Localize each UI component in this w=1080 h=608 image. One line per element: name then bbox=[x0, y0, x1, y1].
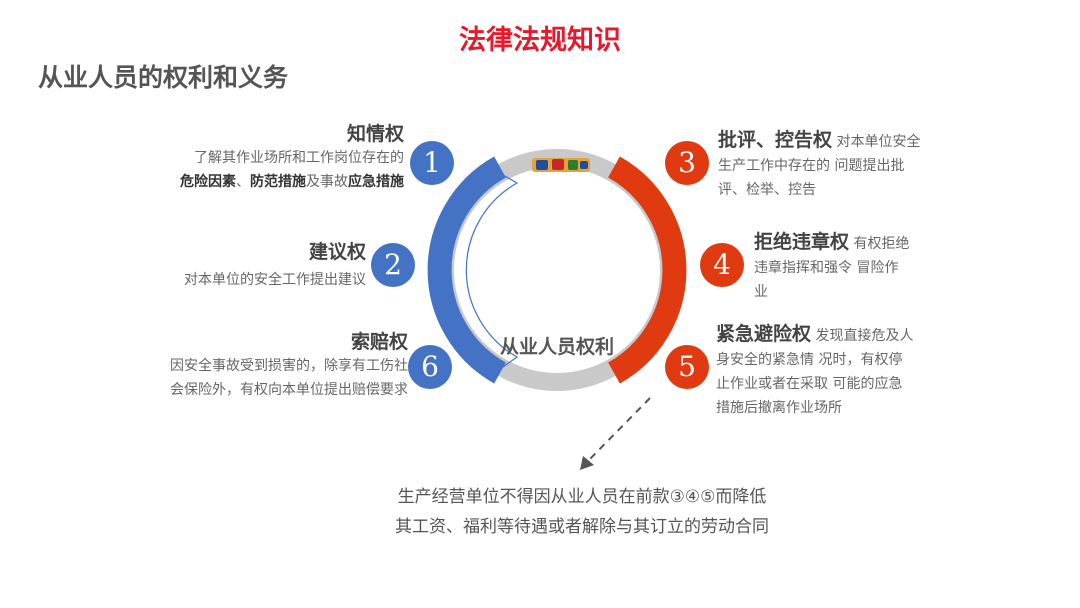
right-desc-5-inline: 发现直接危及人 bbox=[811, 328, 914, 344]
right-desc-6-line2: 会保险外，有权向本单位提出赔偿要求 bbox=[170, 382, 408, 398]
ring-inner-outline bbox=[446, 174, 519, 368]
right-block-1: 知情权 了解其作业场所和工作岗位存在的 危险因素、防范措施及事故应急措施 bbox=[104, 122, 404, 194]
right-desc-5-line1: 身安全的紧急情 况时，有权停 bbox=[716, 352, 903, 368]
bottom-note-line1: 生产经营单位不得因从业人员在前款③④⑤而降低 bbox=[397, 487, 767, 507]
right-desc-4-line1: 违章指挥和强令 冒险作 bbox=[754, 260, 899, 276]
arrow-head-icon bbox=[580, 456, 594, 470]
page-title: 法律法规知识 bbox=[459, 25, 621, 56]
right-desc-5-line2: 止作业或者在采取 可能的应急 bbox=[716, 376, 903, 392]
right-desc-1-line2: 危险因素、防范措施及事故应急措施 bbox=[180, 174, 404, 190]
number-badge-3: 3 bbox=[665, 141, 709, 185]
right-desc-3-line2: 评、检举、控告 bbox=[718, 182, 816, 198]
number-badge-5: 5 bbox=[665, 345, 709, 389]
right-block-6: 索赔权 因安全事故受到损害的，除享有工伤社 会保险外，有权向本单位提出赔偿要求 bbox=[108, 330, 408, 402]
dashed-arrow-line bbox=[586, 397, 651, 463]
ring-arc-left bbox=[427, 156, 507, 384]
right-title-5: 紧急避险权 bbox=[716, 323, 812, 345]
right-desc-3-inline: 对本单位安全 bbox=[832, 134, 921, 150]
right-title-2: 建议权 bbox=[308, 241, 366, 263]
right-desc-3-line1: 生产工作中存在的 问题提出批 bbox=[718, 158, 905, 174]
right-block-3: 批评、控告权 对本单位安全 生产工作中存在的 问题提出批 评、检举、控告 bbox=[718, 128, 958, 202]
right-desc-5-line3: 措施后撤离作业场所 bbox=[716, 400, 842, 416]
right-title-4: 拒绝违章权 bbox=[754, 231, 850, 253]
number-badge-2: 2 bbox=[371, 243, 415, 287]
right-desc-1-line1: 了解其作业场所和工作岗位存在的 bbox=[194, 150, 404, 166]
number-badge-1: 1 bbox=[410, 141, 454, 185]
right-desc-4-line2: 业 bbox=[754, 284, 768, 300]
right-block-5: 紧急避险权 发现直接危及人 身安全的紧急情 况时，有权停 止作业或者在采取 可能… bbox=[716, 322, 956, 420]
right-desc-4-inline: 有权拒绝 bbox=[849, 236, 910, 252]
workers-picture-icon bbox=[532, 158, 590, 172]
center-label: 从业人员权利 bbox=[500, 336, 615, 358]
right-title-1: 知情权 bbox=[346, 123, 404, 145]
right-block-4: 拒绝违章权 有权拒绝 违章指挥和强令 冒险作 业 bbox=[754, 230, 974, 304]
bottom-note: 生产经营单位不得因从业人员在前款③④⑤而降低 其工资、福利等待遇或者解除与其订立… bbox=[372, 482, 792, 542]
number-badge-4: 4 bbox=[700, 243, 744, 287]
ring-arc-right bbox=[607, 156, 687, 384]
number-badge-6: 6 bbox=[408, 345, 452, 389]
right-block-2: 建议权 对本单位的安全工作提出建议 bbox=[66, 240, 366, 292]
bottom-note-line2: 其工资、福利等待遇或者解除与其订立的劳动合同 bbox=[395, 517, 769, 537]
right-desc-2: 对本单位的安全工作提出建议 bbox=[184, 272, 366, 288]
section-subtitle: 从业人员的权利和义务 bbox=[38, 63, 289, 92]
right-title-3: 批评、控告权 bbox=[718, 129, 833, 151]
right-desc-6-line1: 因安全事故受到损害的，除享有工伤社 bbox=[170, 358, 408, 374]
right-title-6: 索赔权 bbox=[350, 331, 408, 353]
